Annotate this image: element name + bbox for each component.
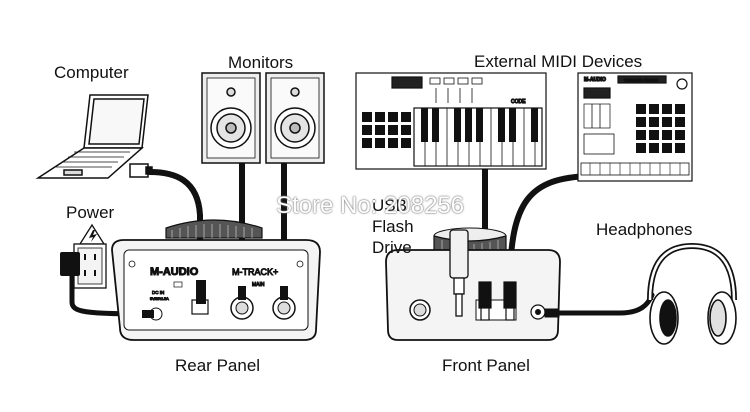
laptop-icon xyxy=(35,94,153,179)
power-outlet xyxy=(73,223,107,289)
keyboard-drum-pads xyxy=(362,112,411,148)
usb-cable-computer xyxy=(147,169,203,289)
rear-panel-label: Rear Panel xyxy=(175,356,261,375)
pad-controller-brand: M-AUDIO xyxy=(584,77,606,83)
midi-keyboard: CODE xyxy=(355,72,547,170)
usb-flash-drive xyxy=(449,229,469,317)
cables xyxy=(69,159,655,317)
keyboard-keys xyxy=(413,107,543,167)
pad-grid xyxy=(636,104,685,153)
high-voltage-icon xyxy=(89,230,97,242)
dc-spec-label: 5V/BR2.5A xyxy=(150,297,169,301)
dc-in-label: DC IN xyxy=(152,290,164,295)
headphones-label: Headphones xyxy=(596,220,693,239)
store-watermark: Store No: 208256 xyxy=(276,192,465,219)
power-label: Power xyxy=(66,203,115,222)
keyboard-code-label: CODE xyxy=(511,99,526,105)
monitors-label: Monitors xyxy=(228,53,294,72)
rear-model-label: M-TRACK+ xyxy=(232,267,278,277)
monitor-speaker-right xyxy=(265,72,325,164)
rear-panel-device: M-AUDIO M-TRACK+ MAIN DC IN 5V/BR2.5A xyxy=(111,219,321,341)
power-adapter xyxy=(60,252,80,276)
rear-main-label: MAIN xyxy=(252,282,265,288)
headphones-icon xyxy=(647,242,737,345)
external-midi-label: External MIDI Devices xyxy=(474,52,643,71)
headphone-cable xyxy=(552,292,655,316)
midi-pad-controller: M-AUDIO TRIGGER FINGER xyxy=(577,72,693,182)
front-panel-label: Front Panel xyxy=(442,356,530,375)
rear-brand-label: M-AUDIO xyxy=(150,266,199,278)
pad-controller-model: TRIGGER FINGER xyxy=(624,78,659,83)
usb-plugs xyxy=(478,281,517,321)
monitor-speaker-left xyxy=(201,72,261,164)
usb-flash-label: USB Flash Drive xyxy=(372,196,414,257)
computer-label: Computer xyxy=(54,63,129,82)
headphone-plug xyxy=(544,308,560,318)
studio-monitors xyxy=(201,72,325,164)
